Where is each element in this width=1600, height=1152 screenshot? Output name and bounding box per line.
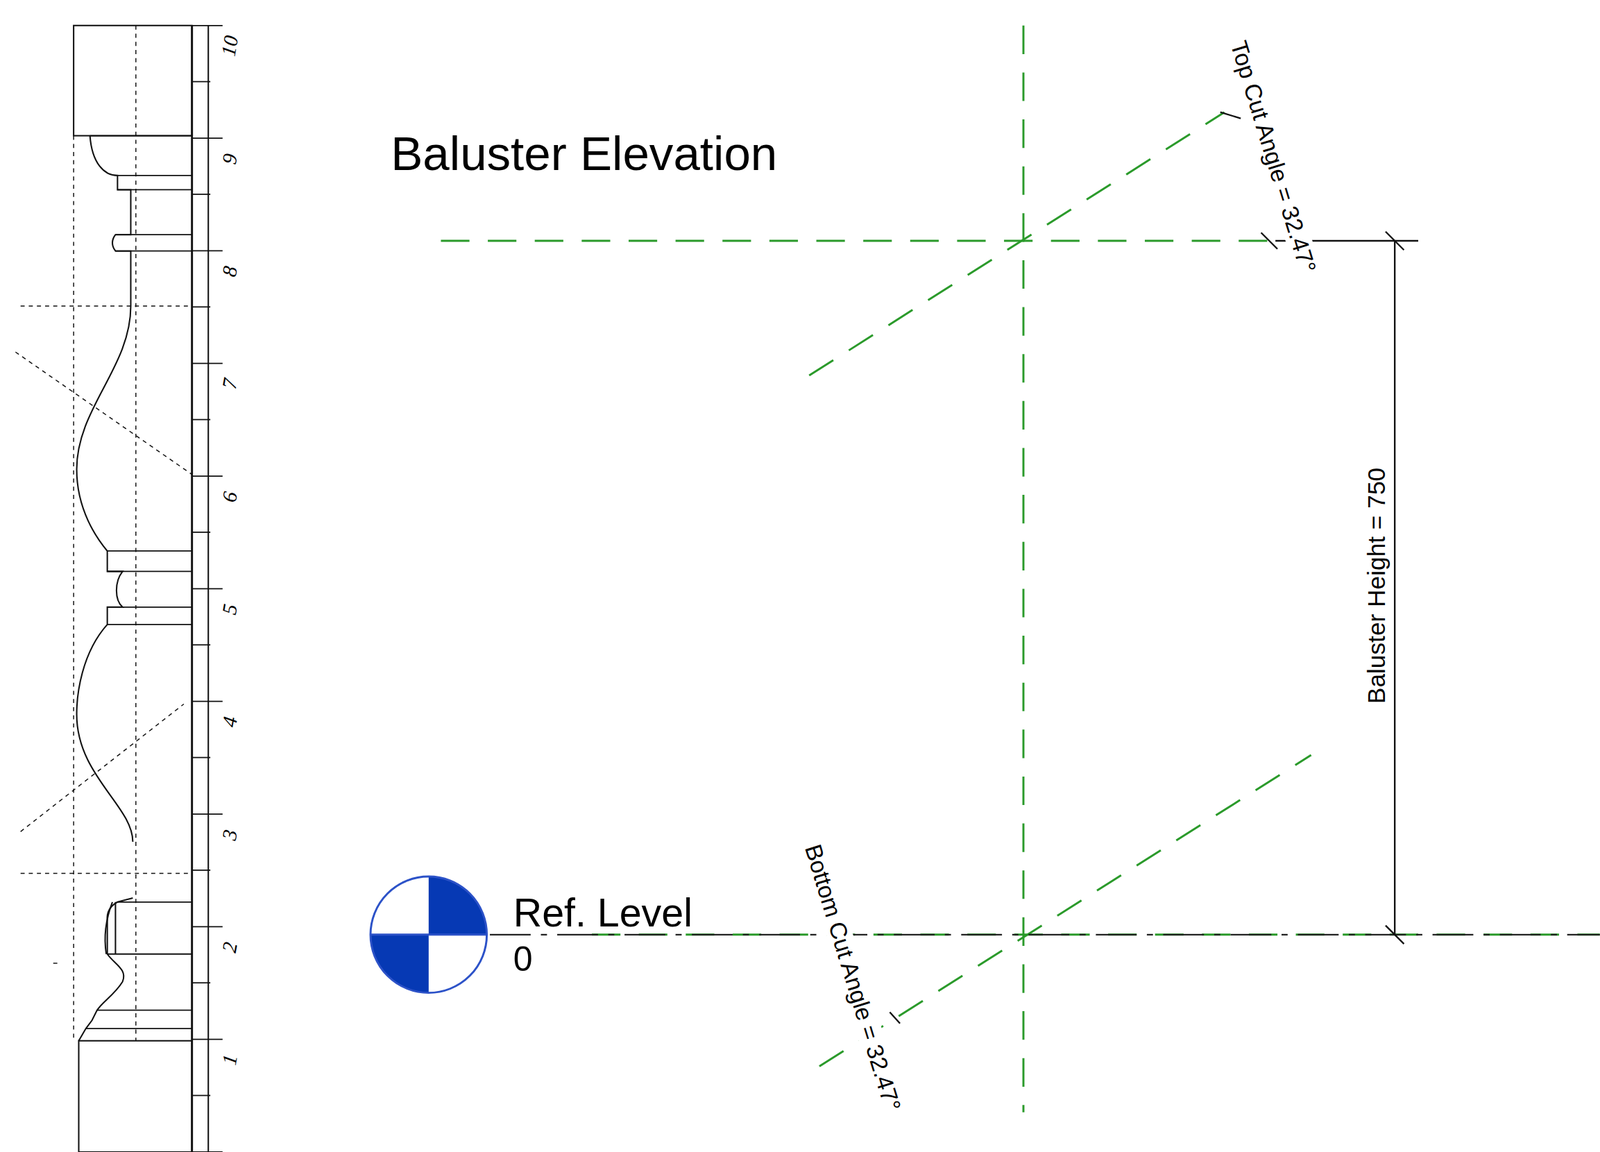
angle-dimension: Top Cut Angle = 32.47°: [1225, 36, 1322, 279]
angle-dimension: Bottom Cut Angle = 32.47°: [799, 838, 907, 1116]
level-symbol: [370, 876, 488, 993]
diagram-title: Baluster Elevation: [390, 126, 778, 180]
scale-number: 2: [217, 940, 242, 955]
level-value: 0: [513, 940, 533, 979]
scale-number: 5: [217, 602, 242, 617]
reference-lines: [440, 25, 1600, 1113]
scale-number: 7: [217, 376, 242, 391]
scale-number: 9: [217, 151, 242, 166]
level-name: Ref. Level: [513, 891, 693, 936]
scale-number: 1: [217, 1052, 242, 1067]
dimension-lines: [489, 99, 1600, 1029]
scale-number: 10: [216, 33, 243, 59]
height-dimension: Baluster Height = 750: [1363, 465, 1391, 706]
scale-number: 3: [217, 827, 242, 842]
scale-number: 8: [217, 264, 242, 279]
scale-number: 6: [217, 489, 242, 504]
scale-number: 4: [217, 714, 242, 729]
baluster-illustration: [15, 25, 223, 1152]
